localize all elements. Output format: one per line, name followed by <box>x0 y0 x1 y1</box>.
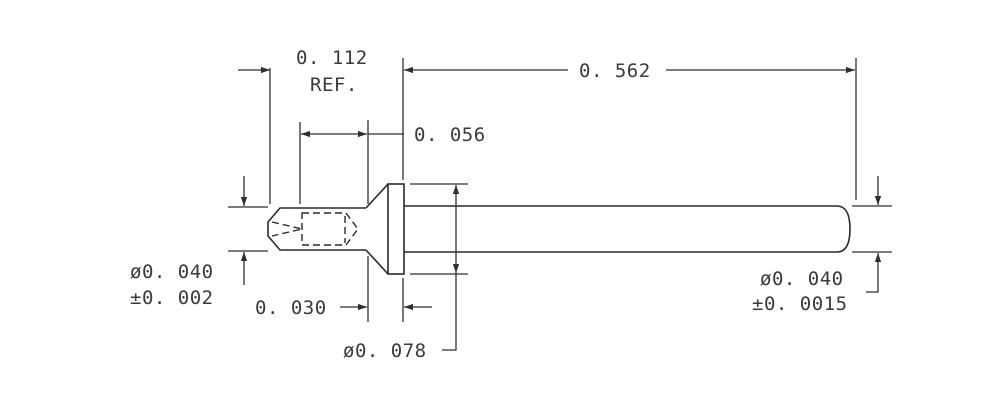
head-thickness-label: 0. 056 <box>414 124 486 146</box>
hidden-bore <box>271 212 359 246</box>
ref-label: REF. <box>310 74 358 96</box>
tip-tolerance-label: ±0. 002 <box>130 287 214 309</box>
ref-length-label: 0. 112 <box>296 47 368 69</box>
overall-length-label: 0. 562 <box>579 60 651 82</box>
pin-flange <box>387 183 405 275</box>
dimension-lines <box>238 66 882 351</box>
pin-shank <box>404 205 851 253</box>
pin-cone <box>365 183 389 275</box>
shank-diameter-label: ø0. 040 <box>760 268 844 290</box>
pin-outline <box>267 183 851 275</box>
flange-diameter-label: ø0. 078 <box>343 340 427 362</box>
tip-diameter-label: ø0. 040 <box>130 261 214 283</box>
extension-lines <box>228 58 892 322</box>
tip-length-label: 0. 030 <box>255 297 327 319</box>
shank-tolerance-label: ±0. 0015 <box>752 293 848 315</box>
pin-tip <box>267 207 366 251</box>
